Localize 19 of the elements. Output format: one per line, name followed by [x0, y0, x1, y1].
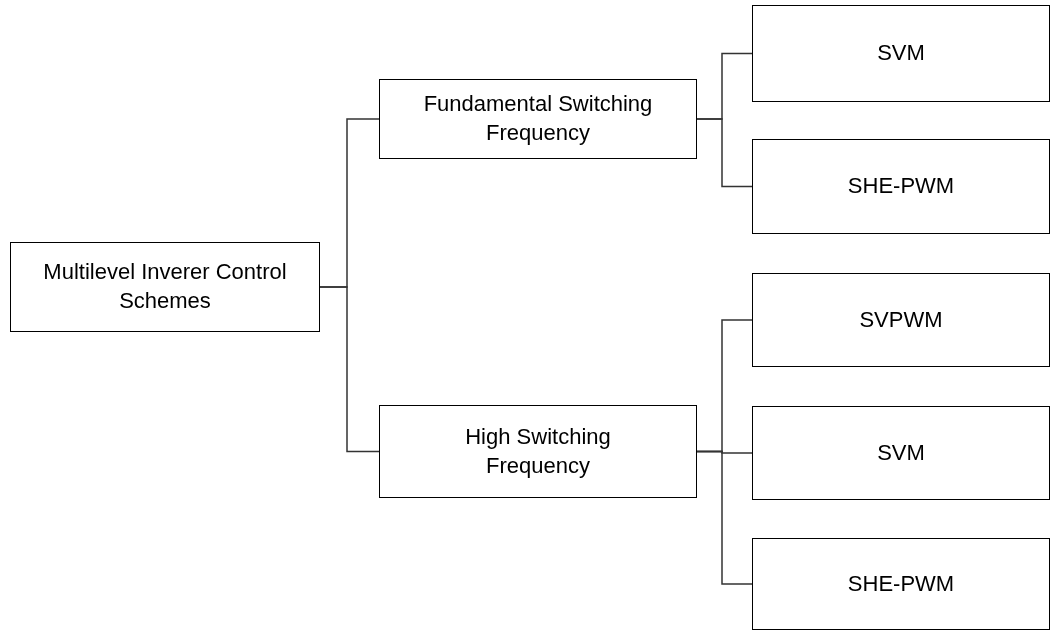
node-label: SVM [877, 39, 925, 68]
connector-line [696, 450, 753, 585]
node-label: SVM [877, 438, 925, 467]
category-box [752, 273, 1050, 367]
category-box [379, 405, 697, 498]
node-label: Multilevel Inverer Control Schemes [42, 258, 288, 315]
connector-line [696, 118, 753, 188]
node-label: High Switching Frequency [464, 422, 612, 480]
node-label: Fundamental Switching Frequency [422, 90, 654, 147]
category-box [752, 538, 1050, 630]
node-label: SHE-PWM [847, 172, 955, 201]
connector-line [319, 286, 380, 453]
category-box [10, 242, 320, 332]
category-box [752, 139, 1050, 234]
node-label: SHE-PWM [847, 569, 955, 598]
category-box [379, 79, 697, 159]
category-box [752, 406, 1050, 500]
node-label: SVPWM [859, 305, 943, 334]
category-box [752, 5, 1050, 102]
